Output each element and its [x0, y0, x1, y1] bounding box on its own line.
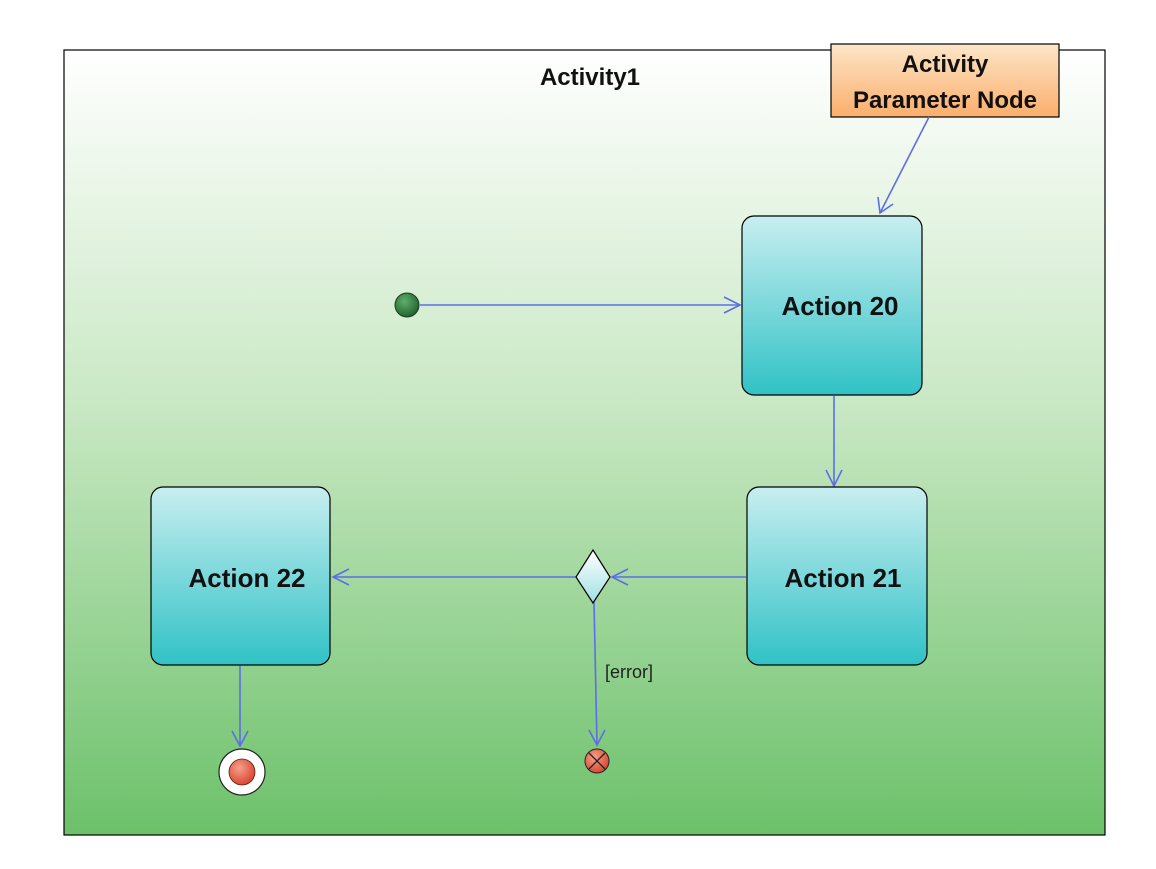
action-20-node[interactable] [741, 215, 923, 396]
flow-parameter-to-action20[interactable] [877, 116, 930, 215]
parameter-node-label-line2: Parameter Node [853, 87, 1037, 114]
initial-node[interactable] [394, 292, 420, 318]
flow-decision-to-flow-final[interactable] [588, 601, 606, 747]
parameter-node-label-line1: Activity [902, 51, 989, 78]
flow-action22-to-final[interactable] [231, 666, 249, 748]
activity-parameter-node[interactable] [830, 43, 1060, 118]
activity-final-node[interactable] [218, 748, 266, 796]
flow-decision-to-action22[interactable] [331, 568, 576, 586]
flow-action21-to-decision[interactable] [610, 568, 746, 586]
action-20-label: Action 20 [781, 291, 898, 321]
flow-final-node[interactable] [584, 748, 610, 774]
action-22-node[interactable] [150, 486, 331, 666]
guard-error-label: [error] [605, 662, 653, 682]
activity-frame[interactable] [63, 49, 1106, 836]
decision-node[interactable] [575, 548, 611, 605]
action-21-label: Action 21 [784, 563, 901, 593]
action-21-node[interactable] [746, 486, 928, 666]
action-22-label: Action 22 [188, 563, 305, 593]
flow-initial-to-action20[interactable] [420, 296, 742, 314]
activity-title: Activity1 [540, 64, 640, 91]
flow-action20-to-action21[interactable] [825, 396, 843, 488]
